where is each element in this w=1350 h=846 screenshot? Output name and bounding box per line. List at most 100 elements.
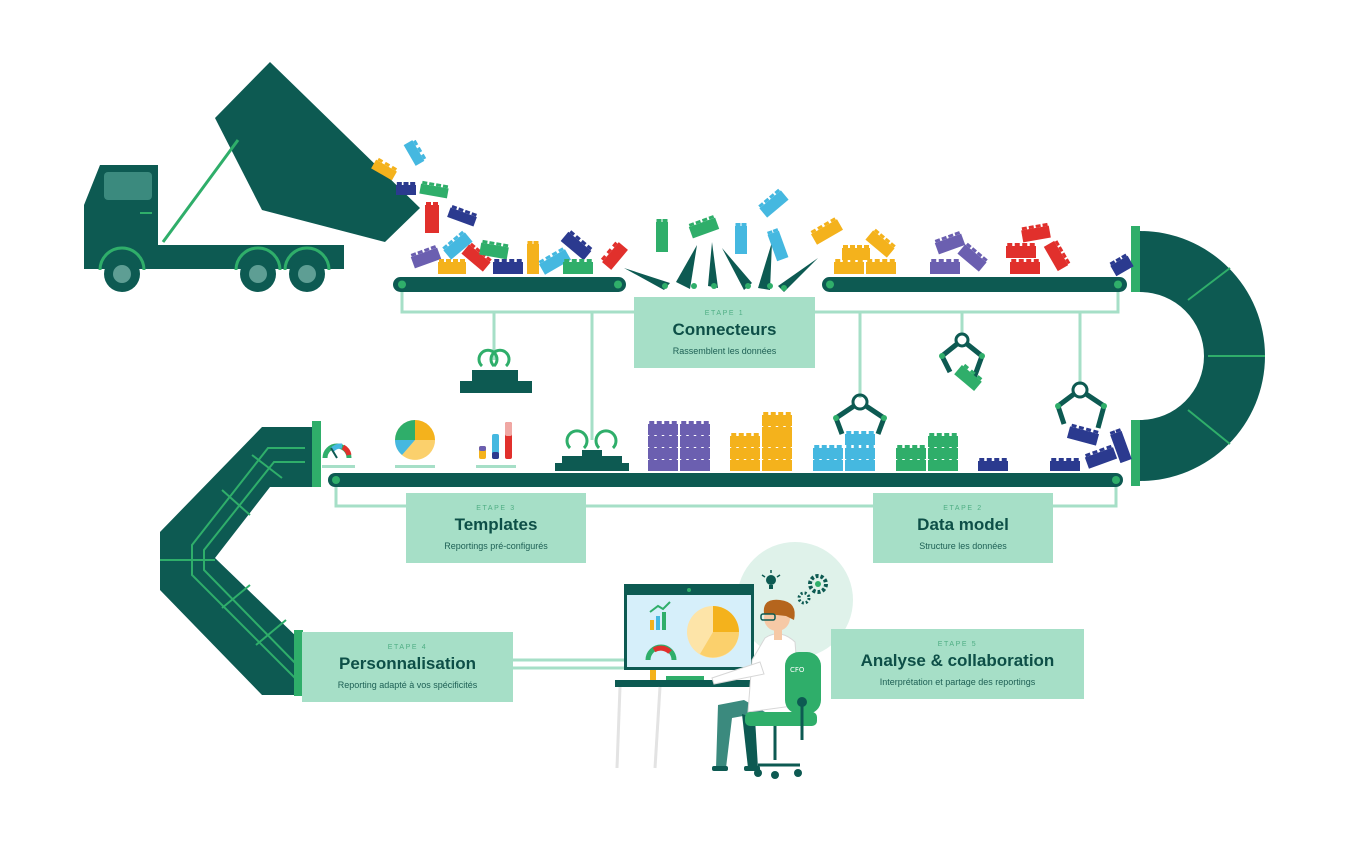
data-brick <box>834 259 864 274</box>
data-brick <box>954 363 983 391</box>
top-conveyor-right <box>822 277 1127 292</box>
data-brick <box>680 445 710 459</box>
step-templates: ETAPE 3 Templates Reportings pré-configu… <box>406 493 586 563</box>
data-brick <box>648 445 678 459</box>
bottom-conveyor <box>328 473 1123 487</box>
data-brick <box>813 457 843 471</box>
data-brick <box>1084 444 1118 469</box>
left-bent-pipe <box>160 421 321 696</box>
step-personnalisation: ETAPE 4 Personnalisation Reporting adapt… <box>302 632 513 702</box>
data-brick <box>866 259 896 274</box>
u-turn-pipe <box>1131 226 1265 486</box>
data-brick <box>560 230 593 261</box>
step-title: Analyse & collaboration <box>860 651 1055 670</box>
data-brick <box>934 231 966 255</box>
sorting-paddles <box>624 242 818 292</box>
data-brick <box>896 457 926 471</box>
data-brick <box>730 457 760 471</box>
desk <box>615 668 765 769</box>
step-title: Connecteurs <box>672 319 777 339</box>
step-number: ETAPE 3 <box>476 505 516 512</box>
dump-truck-icon <box>84 62 420 292</box>
robot-claw-icon <box>939 332 985 379</box>
data-brick <box>730 445 760 459</box>
chair-label: CFO <box>790 666 805 674</box>
gear-icon <box>797 591 811 605</box>
data-brick <box>896 445 926 459</box>
robot-claw-icon <box>1055 381 1107 429</box>
magnet-icon <box>460 348 532 393</box>
data-brick <box>680 457 710 471</box>
data-brick <box>730 433 760 447</box>
data-brick <box>845 457 875 471</box>
data-bricks <box>371 139 1134 471</box>
gear-icon <box>808 574 828 594</box>
data-brick <box>648 457 678 471</box>
data-brick <box>656 219 668 252</box>
data-brick <box>1066 423 1100 446</box>
data-brick <box>930 259 960 274</box>
data-brick <box>600 241 628 270</box>
data-brick <box>845 431 875 445</box>
data-brick <box>735 223 747 254</box>
data-brick <box>762 457 792 471</box>
data-brick <box>527 241 539 274</box>
data-brick <box>813 445 843 459</box>
data-brick <box>767 228 789 262</box>
step-number: ETAPE 1 <box>704 309 745 317</box>
data-brick <box>396 182 416 195</box>
step-title: Personnalisation <box>339 654 476 673</box>
data-brick <box>762 412 792 426</box>
data-brick <box>680 421 710 435</box>
data-brick <box>1109 253 1134 277</box>
step-subtitle: Structure les données <box>919 541 1007 551</box>
data-brick <box>425 202 439 233</box>
pie-chart-icon <box>395 420 435 468</box>
data-brick <box>688 215 720 239</box>
step-number: ETAPE 2 <box>943 505 983 512</box>
data-brick <box>1006 243 1036 258</box>
data-brick <box>810 217 843 245</box>
data-brick <box>419 180 449 199</box>
step-subtitle: Rassemblent les données <box>672 345 777 356</box>
data-brick <box>928 457 958 471</box>
data-brick <box>845 445 875 459</box>
data-brick <box>648 421 678 435</box>
step-title: Templates <box>454 515 538 534</box>
gauge-icon <box>322 443 355 468</box>
data-brick <box>865 228 896 258</box>
data-brick <box>957 242 988 272</box>
lightbulb-icon <box>761 570 781 589</box>
top-conveyor-left <box>393 277 626 292</box>
step-title: Data model <box>917 515 1009 534</box>
magnet-icon <box>555 429 629 471</box>
data-brick <box>1050 458 1080 471</box>
step-subtitle: Reporting adapté à vos spécificités <box>337 680 478 690</box>
robot-claw-icon <box>833 393 887 435</box>
data-brick <box>762 424 792 438</box>
data-brick <box>371 157 398 181</box>
data-brick <box>762 445 792 459</box>
data-brick <box>438 259 466 274</box>
step-number: ETAPE 5 <box>937 641 978 648</box>
data-brick <box>928 445 958 459</box>
step-connecteurs: ETAPE 1 Connecteurs Rassemblent les donn… <box>634 297 815 368</box>
step-subtitle: Interprétation et partage des reportings <box>879 677 1036 687</box>
step-data-model: ETAPE 2 Data model Structure les données <box>873 493 1053 563</box>
data-brick <box>447 205 477 227</box>
bar-chart-icon <box>476 422 516 468</box>
data-brick <box>928 433 958 447</box>
monitor-icon <box>624 584 754 670</box>
data-brick <box>1010 259 1040 274</box>
idea-bubble <box>737 542 853 658</box>
data-brick <box>538 247 571 275</box>
data-brick <box>648 433 678 447</box>
step-analyse-collaboration: ETAPE 5 Analyse & collaboration Interpré… <box>831 629 1084 699</box>
data-brick <box>410 245 442 269</box>
data-brick <box>479 239 509 260</box>
data-brick <box>978 458 1008 471</box>
data-brick <box>493 259 523 274</box>
data-brick <box>1021 222 1051 243</box>
data-brick <box>680 433 710 447</box>
